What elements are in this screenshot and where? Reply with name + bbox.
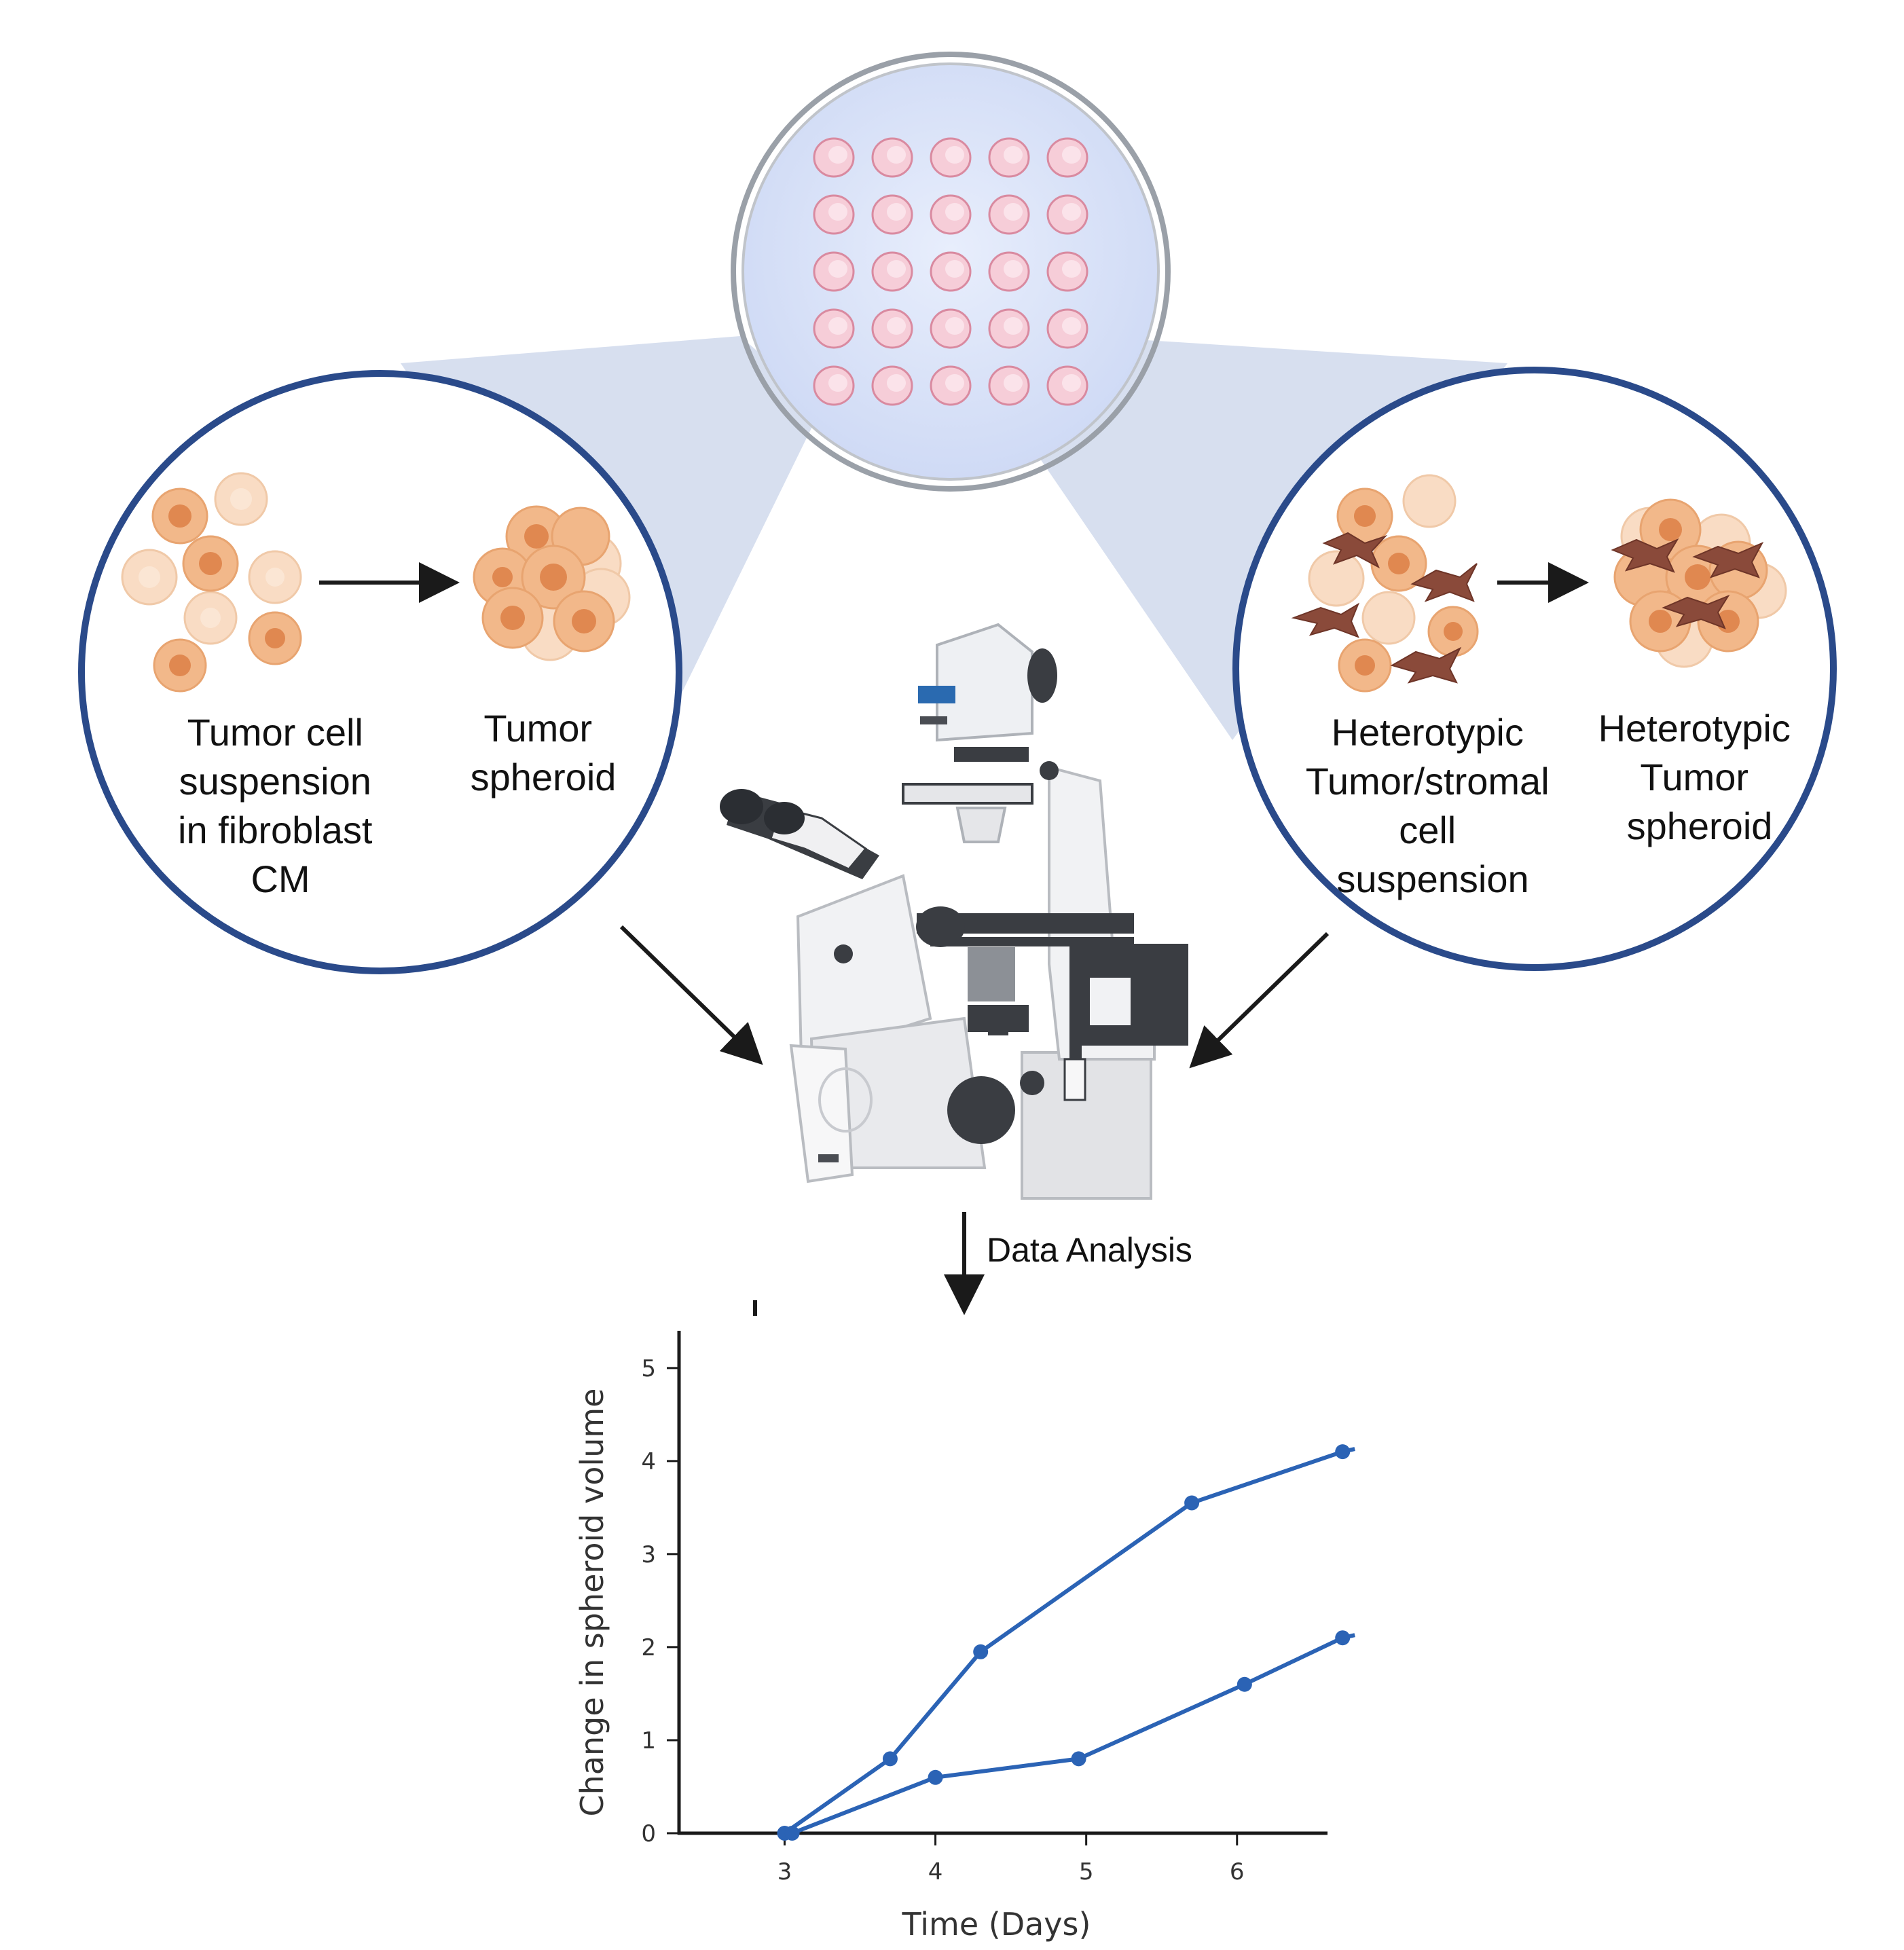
- left-to-microscope-arrow: [619, 925, 763, 1065]
- left-zoom-circle: Tumor cell suspension in fibroblast CM T…: [78, 370, 682, 974]
- dish-spheroid: [988, 194, 1030, 235]
- chart-ticks: 0 1 2 3 4 5 3 4 5 6: [641, 1355, 1244, 1885]
- label-line: Heterotypic: [1332, 711, 1524, 754]
- tumor-spheroid-label: Tumor spheroid: [471, 707, 617, 798]
- y-tick-label: 5: [641, 1355, 656, 1382]
- chart-axes: [677, 1331, 1328, 1835]
- dish-spheroid: [813, 308, 855, 349]
- series-1: [777, 1444, 1355, 1841]
- label-line: suspension: [179, 760, 371, 803]
- right-zoom-circle: Heterotypic Tumor/stromal cell suspensio…: [1232, 367, 1837, 971]
- label-line: suspension: [1336, 858, 1528, 900]
- tumor-cell-suspension-label: Tumor cell suspension in fibroblast CM: [178, 711, 383, 900]
- dish-spheroid: [871, 137, 913, 178]
- label-line: Heterotypic: [1598, 707, 1791, 750]
- dish-spheroid: [930, 365, 972, 406]
- dish-spheroid: [1046, 251, 1088, 292]
- dish-spheroid: [871, 308, 913, 349]
- data-point: [1335, 1630, 1351, 1646]
- dish-spheroid: [930, 137, 972, 178]
- label-line: Tumor cell: [187, 711, 363, 754]
- label-line: cell: [1399, 809, 1456, 851]
- dish-spheroid: [813, 137, 855, 178]
- dish-spheroid: [1046, 137, 1088, 178]
- x-tick-label: 5: [1079, 1858, 1094, 1885]
- y-tick-label: 3: [641, 1541, 656, 1568]
- dish-spheroid: [988, 251, 1030, 292]
- dish-spheroid: [930, 308, 972, 349]
- y-axis-label: Change in spheroid volume: [574, 1388, 610, 1817]
- series-line: [791, 1633, 1355, 1835]
- heterotypic-spheroid-label: Heterotypic Tumor spheroid: [1598, 707, 1801, 847]
- data-analysis-label: Data Analysis: [987, 1231, 1192, 1269]
- x-axis-label: Time (Days): [902, 1906, 1091, 1943]
- data-point: [928, 1769, 943, 1785]
- right-to-microscope-arrow: [1189, 932, 1330, 1069]
- tumor-cell-suspension-icon: [121, 472, 302, 693]
- heterotypic-suspension-icon: [1291, 474, 1479, 693]
- label-line: in fibroblast: [178, 809, 373, 851]
- label-line: Tumor: [1640, 756, 1749, 798]
- y-tick-label: 1: [641, 1727, 656, 1754]
- x-tick-label: 3: [777, 1858, 792, 1885]
- data-point: [882, 1751, 898, 1767]
- data-point: [1335, 1444, 1351, 1460]
- data-point: [973, 1644, 989, 1659]
- dish-spheroid: [871, 251, 913, 292]
- heterotypic-spheroid-icon: [1611, 498, 1787, 668]
- dish-spheroid: [1046, 194, 1088, 235]
- y-tick-label: 2: [641, 1634, 656, 1661]
- label-line: spheroid: [471, 756, 617, 798]
- dish-spheroid: [1046, 365, 1088, 406]
- heterotypic-suspension-label: Heterotypic Tumor/stromal cell suspensio…: [1306, 711, 1560, 900]
- spheroid-grid: [813, 137, 1088, 406]
- label-line: Tumor/stromal: [1306, 760, 1550, 803]
- dish-spheroid: [871, 365, 913, 406]
- petri-dish: [731, 52, 1171, 492]
- data-point: [1071, 1751, 1086, 1767]
- series-line: [783, 1447, 1355, 1835]
- data-point: [1237, 1676, 1252, 1692]
- dish-spheroid: [813, 194, 855, 235]
- x-tick-label: 6: [1230, 1858, 1245, 1885]
- dish-spheroid: [988, 308, 1030, 349]
- y-tick-label: 0: [641, 1820, 656, 1847]
- spheroid-volume-chart: 0 1 2 3 4 5 3 4 5 6 Time (Days) Change in spheroi…: [574, 1331, 1355, 1943]
- dish-spheroid: [930, 251, 972, 292]
- label-line: CM: [251, 858, 310, 900]
- dish-spheroid: [988, 365, 1030, 406]
- series-2: [784, 1630, 1355, 1841]
- dish-spheroid: [1046, 308, 1088, 349]
- dish-spheroid: [930, 194, 972, 235]
- label-line: Tumor: [483, 707, 592, 750]
- dish-spheroid: [871, 194, 913, 235]
- microscope-icon: [720, 623, 1188, 1200]
- chart-series: [777, 1444, 1355, 1841]
- tumor-spheroid-icon: [473, 505, 631, 661]
- dish-spheroid: [813, 251, 855, 292]
- label-line: spheroid: [1627, 805, 1773, 847]
- x-tick-label: 4: [928, 1858, 943, 1885]
- data-point: [1184, 1495, 1200, 1511]
- dish-spheroid: [988, 137, 1030, 178]
- data-point: [784, 1826, 800, 1841]
- dish-spheroid: [813, 365, 855, 406]
- y-tick-label: 4: [641, 1448, 656, 1475]
